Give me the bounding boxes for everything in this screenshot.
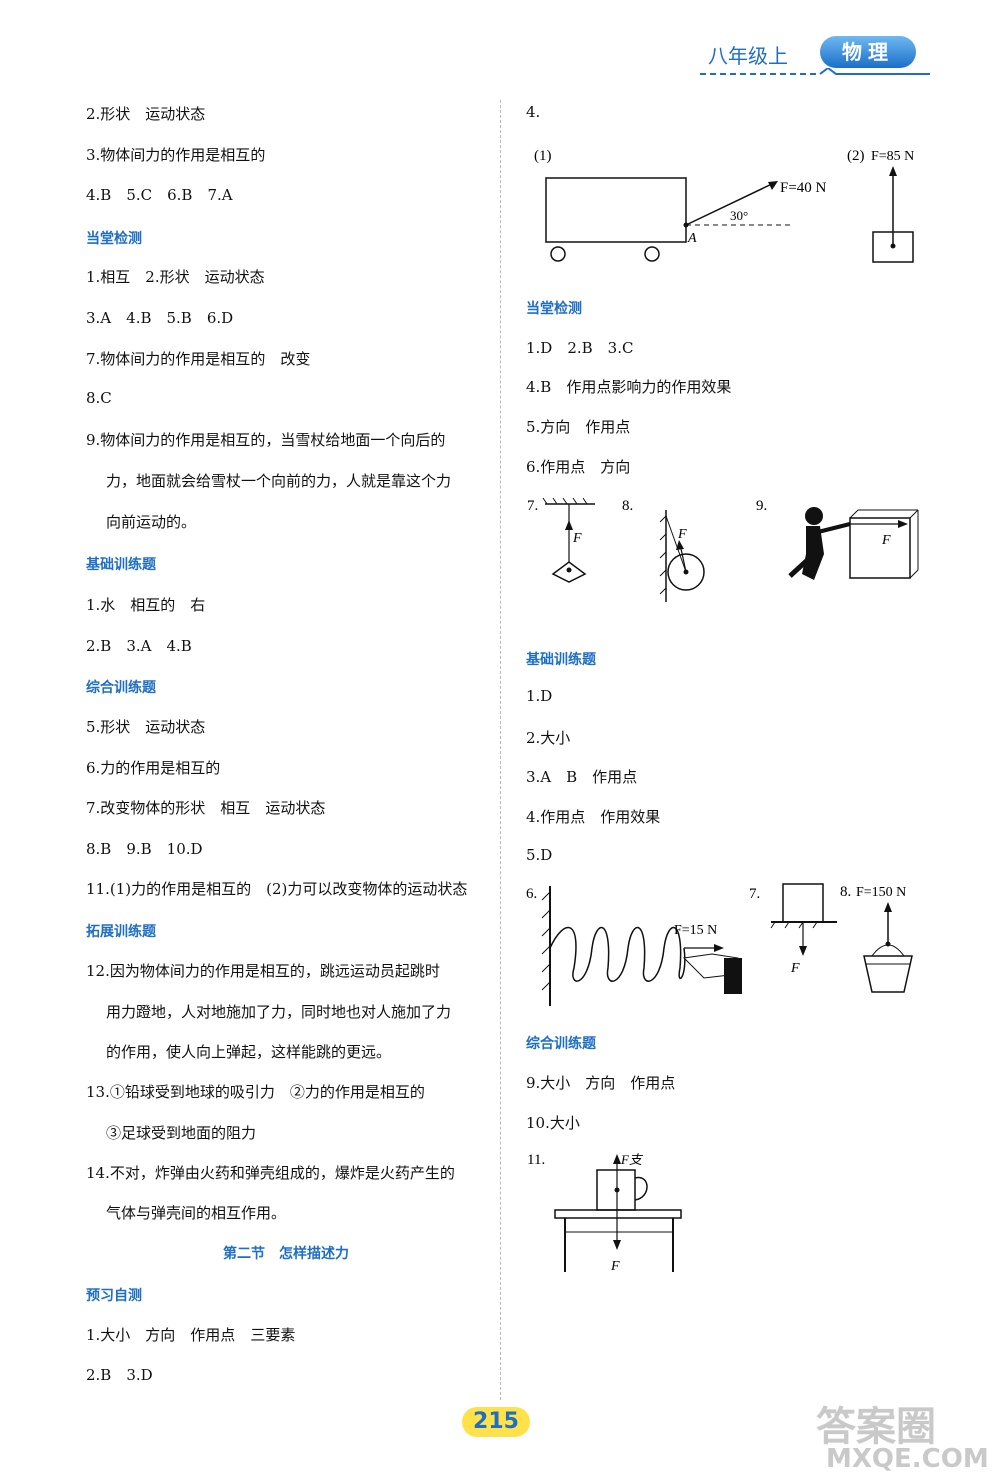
answer-line: 2.形状 运动状态 <box>86 105 206 123</box>
answer-line: 1.相互 2.形状 运动状态 <box>86 268 265 286</box>
answer-line: 3.A B 作用点 <box>526 768 638 786</box>
answer-line: 5.方向 作用点 <box>526 418 631 436</box>
force-label: F=40 N <box>780 180 827 196</box>
cup-table-diagram: 11. F支 F <box>527 1152 682 1274</box>
answer-line: 7.物体间力的作用是相互的 改变 <box>86 350 311 368</box>
answer-line: 10.大小 <box>526 1114 580 1132</box>
answer-line: 3.物体间力的作用是相互的 <box>86 146 266 164</box>
answer-line: 14.不对，炸弹由火药和弹壳组成的，爆炸是火药产生的 <box>86 1164 455 1182</box>
answer-line: 2.B 3.A 4.B <box>86 637 192 655</box>
answer-line: 5.形状 运动状态 <box>86 718 206 736</box>
answer-line: 用力蹬地，人对地施加了力，同时地也对人施加了力 <box>106 1003 452 1021</box>
force-label: F=150 N <box>856 885 906 900</box>
answer-line: 8.B 9.B 10.D <box>86 840 203 858</box>
answer-line: 9.大小 方向 作用点 <box>526 1074 676 1092</box>
answer-line: 8.C <box>86 389 112 407</box>
answer-line: 2.B 3.D <box>86 1366 153 1384</box>
force-label: F <box>881 533 891 548</box>
section-heading: 第二节 怎样描述力 <box>223 1246 349 1262</box>
force-label: F <box>610 1259 620 1274</box>
answer-line: ③足球受到地面的阻力 <box>106 1124 257 1142</box>
section-heading: 拓展训练题 <box>86 924 156 940</box>
section-heading: 综合训练题 <box>86 680 156 696</box>
fig-label: 6. <box>526 886 537 902</box>
column-divider <box>500 100 501 1400</box>
header-underline <box>700 68 930 75</box>
answer-line: 6.作用点 方向 <box>526 458 631 476</box>
answer-line: 11.(1)力的作用是相互的 (2)力可以改变物体的运动状态 <box>86 880 468 898</box>
answer-line: 7.改变物体的形状 相互 运动状态 <box>86 799 326 817</box>
section-heading: 预习自测 <box>86 1288 142 1304</box>
page-number: 215 <box>462 1407 530 1437</box>
answer-line: 4. <box>526 103 541 121</box>
fig-label: 9. <box>756 498 767 514</box>
fig-label: 8. <box>840 884 851 900</box>
section-heading: 基础训练题 <box>86 557 156 573</box>
answer-line: 9.物体间力的作用是相互的，当雪杖给地面一个向后的 <box>86 431 446 449</box>
answer-line: 4.B 作用点影响力的作用效果 <box>526 378 732 396</box>
support-force-label: F支 <box>620 1152 644 1167</box>
watermark-url: MXQE.COM <box>826 1444 989 1474</box>
fig-label: 11. <box>527 1152 545 1168</box>
angle-label: 30° <box>730 208 748 223</box>
answer-line: 的作用，使人向上弹起，这样能跳的更远。 <box>106 1043 392 1061</box>
point-label: A <box>687 231 697 246</box>
answer-line: 6.力的作用是相互的 <box>86 759 221 777</box>
fig-label: (2) <box>847 148 865 164</box>
answer-line: 5.D <box>526 846 553 864</box>
force-label: F=85 N <box>871 149 914 164</box>
answer-line: 4.B 5.C 6.B 7.A <box>86 186 233 204</box>
section-heading: 当堂检测 <box>86 231 142 247</box>
push-box-diagram: 9. F <box>756 498 919 580</box>
force-label: F <box>677 527 687 542</box>
fig-label: 8. <box>622 498 633 514</box>
cart-force-diagram: (1) F=40 N 30° A <box>534 148 827 262</box>
answer-line: 1.D 2.B 3.C <box>526 339 634 357</box>
section-heading: 综合训练题 <box>526 1036 596 1052</box>
ball-wall-diagram: 8. F <box>622 498 705 602</box>
box-force-diagram: (2) F=85 N <box>847 148 914 263</box>
box-surface-diagram: 7. F <box>749 883 837 976</box>
answer-line: 2.大小 <box>526 729 571 747</box>
answer-line: 13.①铅球受到地球的吸引力 ②力的作用是相互的 <box>86 1083 425 1101</box>
watermark-logo: 答案圈 <box>816 1404 936 1450</box>
answer-line: 3.A 4.B 5.B 6.D <box>86 309 234 327</box>
answer-line: 12.因为物体间力的作用是相互的，跳远运动员起跳时 <box>86 962 440 980</box>
answer-line: 1.D <box>526 687 553 705</box>
fig-label: (1) <box>534 148 552 164</box>
answer-line: 1.水 相互的 右 <box>86 596 206 614</box>
force-label: F <box>790 961 800 976</box>
answer-line: 向前运动的。 <box>106 513 197 531</box>
fig-label: 7. <box>527 498 538 514</box>
section-heading: 基础训练题 <box>526 652 596 668</box>
bucket-diagram: 8. F=150 N <box>840 884 913 993</box>
lamp-diagram: 7. F <box>527 497 595 583</box>
section-heading: 当堂检测 <box>526 301 582 317</box>
answer-line: 1.大小 方向 作用点 三要素 <box>86 1326 296 1344</box>
answer-line: 力，地面就会给雪杖一个向前的力，人就是靠这个力 <box>106 472 452 490</box>
force-label: F=15 N <box>674 923 717 938</box>
subject-badge: 物理 <box>820 36 916 68</box>
answer-line: 气体与弹壳间的相互作用。 <box>106 1204 287 1222</box>
fig-label: 7. <box>749 886 760 902</box>
grade-label: 八年级上 <box>708 44 788 68</box>
spring-diagram: 6. F=15 N <box>526 886 742 1006</box>
force-label: F <box>572 531 582 546</box>
answer-line: 4.作用点 作用效果 <box>526 808 661 826</box>
